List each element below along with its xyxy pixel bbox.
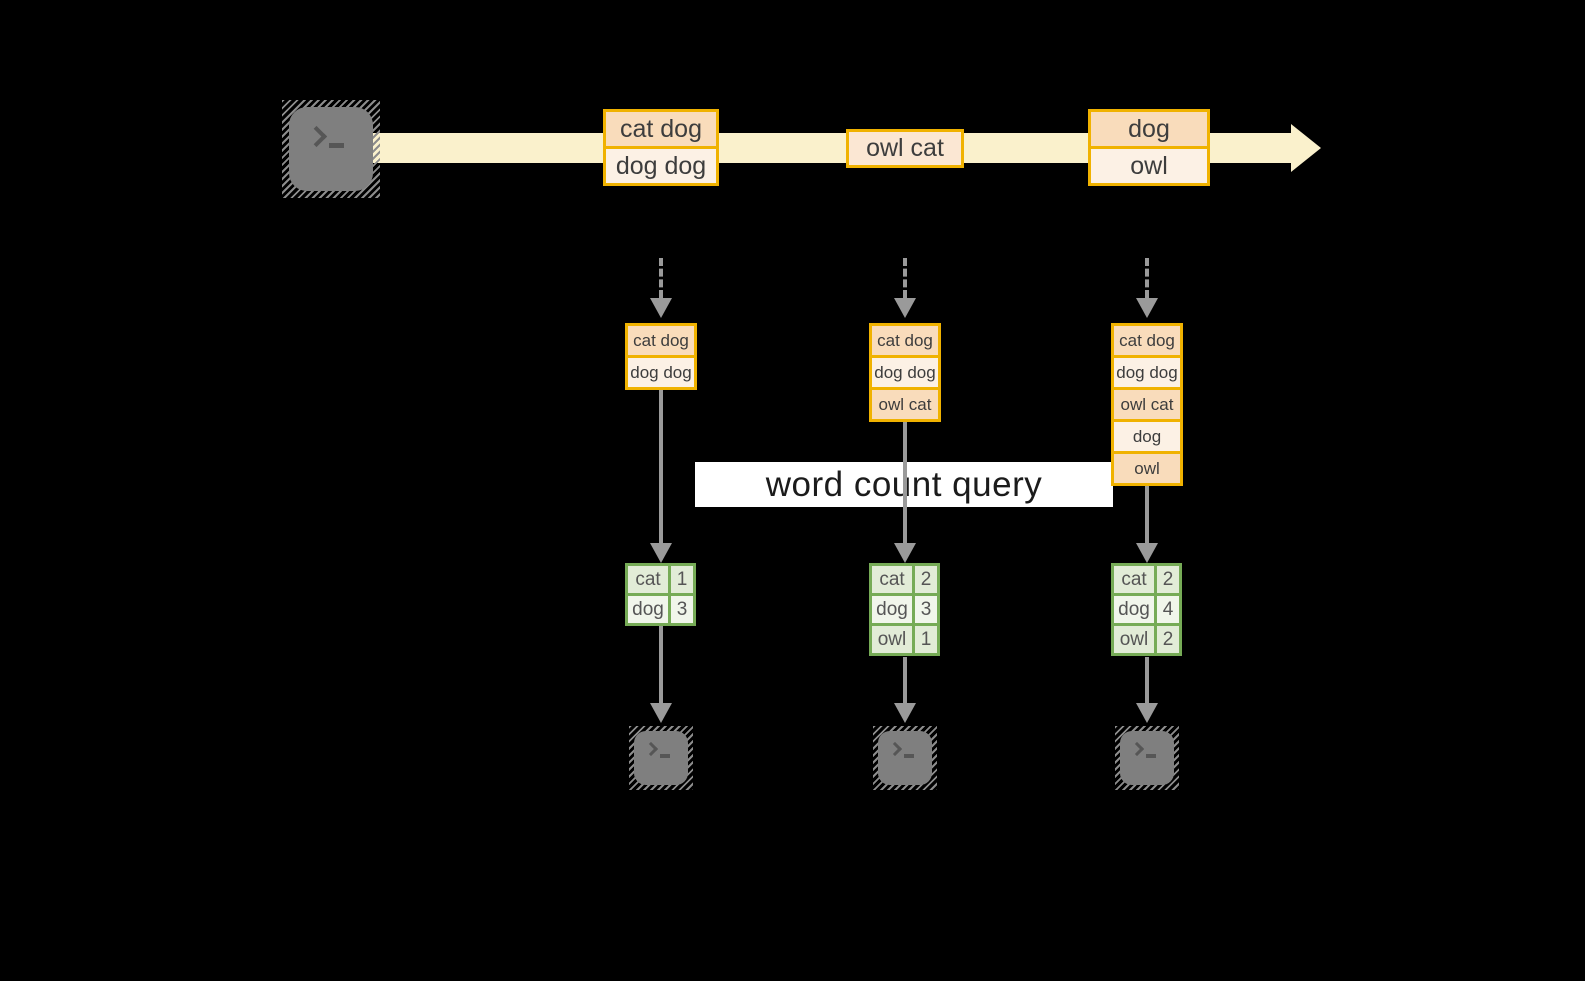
- count-word: dog: [872, 596, 912, 623]
- count-value: 2: [1157, 626, 1179, 653]
- state-box-2: cat dog dog dog owl cat: [869, 323, 941, 422]
- terminal-icon-body: [878, 731, 932, 785]
- state-record: cat dog: [1114, 326, 1180, 355]
- terminal-icon: [629, 726, 693, 790]
- stream-batch-3: dog owl: [1088, 109, 1210, 186]
- count-table-3: cat 2 dog 4 owl 2: [1111, 563, 1182, 656]
- state-box-3: cat dog dog dog owl cat dog owl: [1111, 323, 1183, 486]
- dashed-arrow-line: [659, 258, 663, 298]
- prompt-underscore-icon: [329, 143, 344, 148]
- state-record: dog dog: [1114, 358, 1180, 387]
- state-box-1: cat dog dog dog: [625, 323, 697, 390]
- flow-line: [659, 626, 663, 703]
- count-value: 1: [671, 566, 693, 593]
- stream-record: owl: [1091, 149, 1207, 183]
- dashed-arrow-line: [1145, 258, 1149, 298]
- terminal-icon: [282, 100, 380, 198]
- flow-arrow-head: [650, 703, 672, 723]
- state-record: cat dog: [872, 326, 938, 355]
- count-value: 3: [915, 596, 937, 623]
- flow-line: [659, 387, 663, 545]
- prompt-underscore-icon: [904, 754, 914, 758]
- flow-arrow-head: [894, 543, 916, 563]
- state-record: owl cat: [872, 390, 938, 419]
- count-table-1: cat 1 dog 3: [625, 563, 696, 626]
- dashed-arrow-line: [903, 258, 907, 298]
- state-record: owl cat: [1114, 390, 1180, 419]
- dashed-arrow-head: [650, 298, 672, 318]
- dashed-arrow-head: [894, 298, 916, 318]
- prompt-chevron-icon: [1129, 741, 1145, 757]
- state-record: dog: [1114, 422, 1180, 451]
- flow-arrow-head: [1136, 543, 1158, 563]
- stream-batch-2: owl cat: [846, 129, 964, 168]
- prompt-chevron-icon: [643, 741, 659, 757]
- count-word: dog: [1114, 596, 1154, 623]
- terminal-icon-body: [1120, 731, 1174, 785]
- count-word: cat: [1114, 566, 1154, 593]
- prompt-chevron-icon: [887, 741, 903, 757]
- stream-record: owl cat: [849, 132, 961, 165]
- count-word: cat: [872, 566, 912, 593]
- stream-record: dog dog: [606, 149, 716, 183]
- flow-arrow-head: [650, 543, 672, 563]
- flow-arrow-head: [1136, 703, 1158, 723]
- stream-batch-1: cat dog dog dog: [603, 109, 719, 186]
- terminal-icon: [873, 726, 937, 790]
- flow-line: [903, 417, 907, 545]
- count-word: owl: [872, 626, 912, 653]
- dashed-arrow-head: [1136, 298, 1158, 318]
- prompt-underscore-icon: [1146, 754, 1156, 758]
- stream-record: dog: [1091, 112, 1207, 146]
- flow-line: [1145, 483, 1149, 545]
- stream-arrow-head: [1291, 124, 1321, 172]
- stream-record: cat dog: [606, 112, 716, 146]
- count-word: cat: [628, 566, 668, 593]
- state-record: owl: [1114, 454, 1180, 483]
- count-table-2: cat 2 dog 3 owl 1: [869, 563, 940, 656]
- count-word: dog: [628, 596, 668, 623]
- count-value: 4: [1157, 596, 1179, 623]
- flow-line: [903, 657, 907, 703]
- state-record: cat dog: [628, 326, 694, 355]
- flow-arrow-head: [894, 703, 916, 723]
- prompt-underscore-icon: [660, 754, 670, 758]
- count-value: 1: [915, 626, 937, 653]
- terminal-icon: [1115, 726, 1179, 790]
- prompt-chevron-icon: [305, 125, 328, 148]
- count-word: owl: [1114, 626, 1154, 653]
- count-value: 2: [1157, 566, 1179, 593]
- state-record: dog dog: [628, 358, 694, 387]
- terminal-icon-body: [289, 107, 373, 191]
- flow-line: [1145, 657, 1149, 703]
- terminal-icon-body: [634, 731, 688, 785]
- count-value: 3: [671, 596, 693, 623]
- count-value: 2: [915, 566, 937, 593]
- state-record: dog dog: [872, 358, 938, 387]
